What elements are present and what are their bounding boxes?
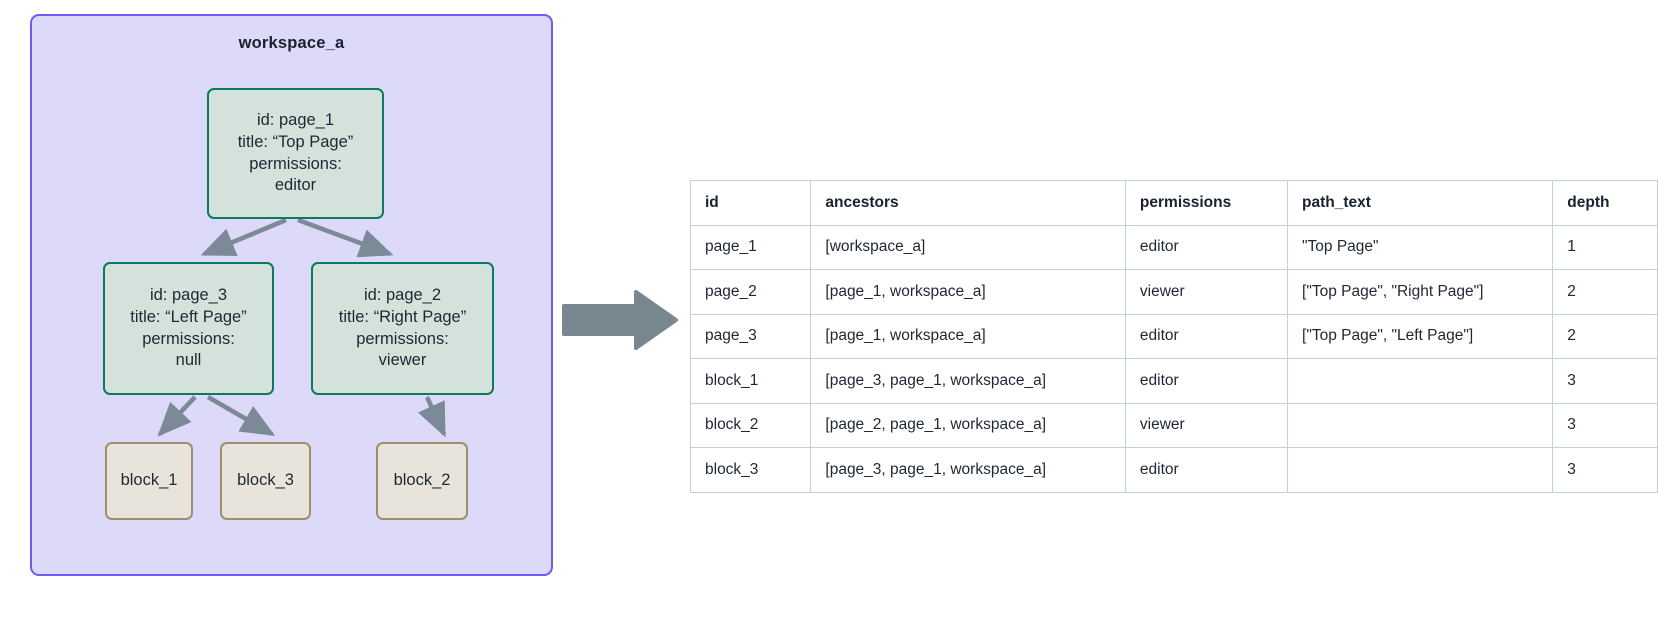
cell-id: block_2 [689,402,812,448]
table-row[interactable]: page_3 [page_1, workspace_a] editor ["To… [689,313,1658,359]
table-row[interactable]: block_3 [page_3, page_1, workspace_a] ed… [689,447,1658,493]
cell-ancestors: [page_3, page_1, workspace_a] [810,358,1126,404]
cell-ancestors: [page_1, workspace_a] [810,269,1126,315]
graph-node-page-1[interactable]: id: page_1 title: “Top Page” permissions… [207,88,384,219]
node-page3-permissions-label: permissions: [142,329,235,348]
column-header-depth[interactable]: depth [1552,180,1658,226]
graph-node-block-2[interactable]: block_2 [376,442,468,520]
cell-id: block_3 [689,447,812,493]
column-header-id[interactable]: id [689,180,812,226]
table-row[interactable]: page_2 [page_1, workspace_a] viewer ["To… [689,269,1658,315]
cell-permissions: editor [1124,313,1289,359]
node-page2-permissions-label: permissions: [356,329,449,348]
cell-id: page_2 [689,269,812,315]
cell-ancestors: [page_2, page_1, workspace_a] [810,402,1126,448]
node-page1-id: id: page_1 [256,110,335,129]
column-header-permissions[interactable]: permissions [1124,180,1289,226]
graph-node-page-3[interactable]: id: page_3 title: “Left Page” permission… [103,262,274,395]
node-page2-title: title: “Right Page” [338,307,467,326]
node-page1-title: title: “Top Page” [237,132,354,151]
column-header-ancestors[interactable]: ancestors [810,180,1126,226]
cell-depth: 3 [1552,402,1658,448]
node-block1-label: block_1 [120,471,178,490]
node-page1-permissions-value: editor [274,176,317,195]
table-row[interactable]: block_2 [page_2, page_1, workspace_a] vi… [689,402,1658,448]
cell-path-text: ["Top Page", "Right Page"] [1287,269,1554,315]
cell-ancestors: [workspace_a] [810,224,1126,270]
cell-depth: 2 [1552,313,1658,359]
cell-depth: 3 [1552,358,1658,404]
right-arrow-icon [562,290,678,350]
cell-depth: 2 [1552,269,1658,315]
cell-permissions: editor [1124,447,1289,493]
cell-permissions: viewer [1124,402,1289,448]
node-page3-permissions-value: null [175,351,202,370]
graph-node-page-2[interactable]: id: page_2 title: “Right Page” permissio… [311,262,494,395]
node-page2-id: id: page_2 [363,285,442,304]
cell-permissions: editor [1124,358,1289,404]
node-block2-label: block_2 [393,471,451,490]
table-header-row: id ancestors permissions path_text depth [689,180,1658,226]
cell-id: page_3 [689,313,812,359]
cell-path-text: ["Top Page", "Left Page"] [1287,313,1554,359]
cell-permissions: viewer [1124,269,1289,315]
cell-id: page_1 [689,224,812,270]
column-header-path-text[interactable]: path_text [1287,180,1554,226]
cell-depth: 1 [1552,224,1658,270]
cell-id: block_1 [689,358,812,404]
cell-ancestors: [page_1, workspace_a] [810,313,1126,359]
graph-node-block-3[interactable]: block_3 [220,442,311,520]
workspace-title: workspace_a [238,34,345,52]
table-row[interactable]: block_1 [page_3, page_1, workspace_a] ed… [689,358,1658,404]
node-page3-id: id: page_3 [149,285,228,304]
node-page2-permissions-value: viewer [378,351,427,370]
node-page1-permissions-label: permissions: [249,154,342,173]
node-block3-label: block_3 [237,471,294,490]
table-row[interactable]: page_1 [workspace_a] editor "Top Page" 1 [689,224,1658,270]
node-page3-title: title: “Left Page” [130,307,247,326]
cell-path-text: "Top Page" [1287,224,1554,270]
graph-node-block-1[interactable]: block_1 [105,442,193,520]
cell-permissions: editor [1124,224,1289,270]
cell-path-text [1287,358,1554,404]
cell-path-text [1287,447,1554,493]
results-table: id ancestors permissions path_text depth… [689,180,1658,493]
cell-depth: 3 [1552,447,1658,493]
cell-ancestors: [page_3, page_1, workspace_a] [810,447,1126,493]
cell-path-text [1287,402,1554,448]
